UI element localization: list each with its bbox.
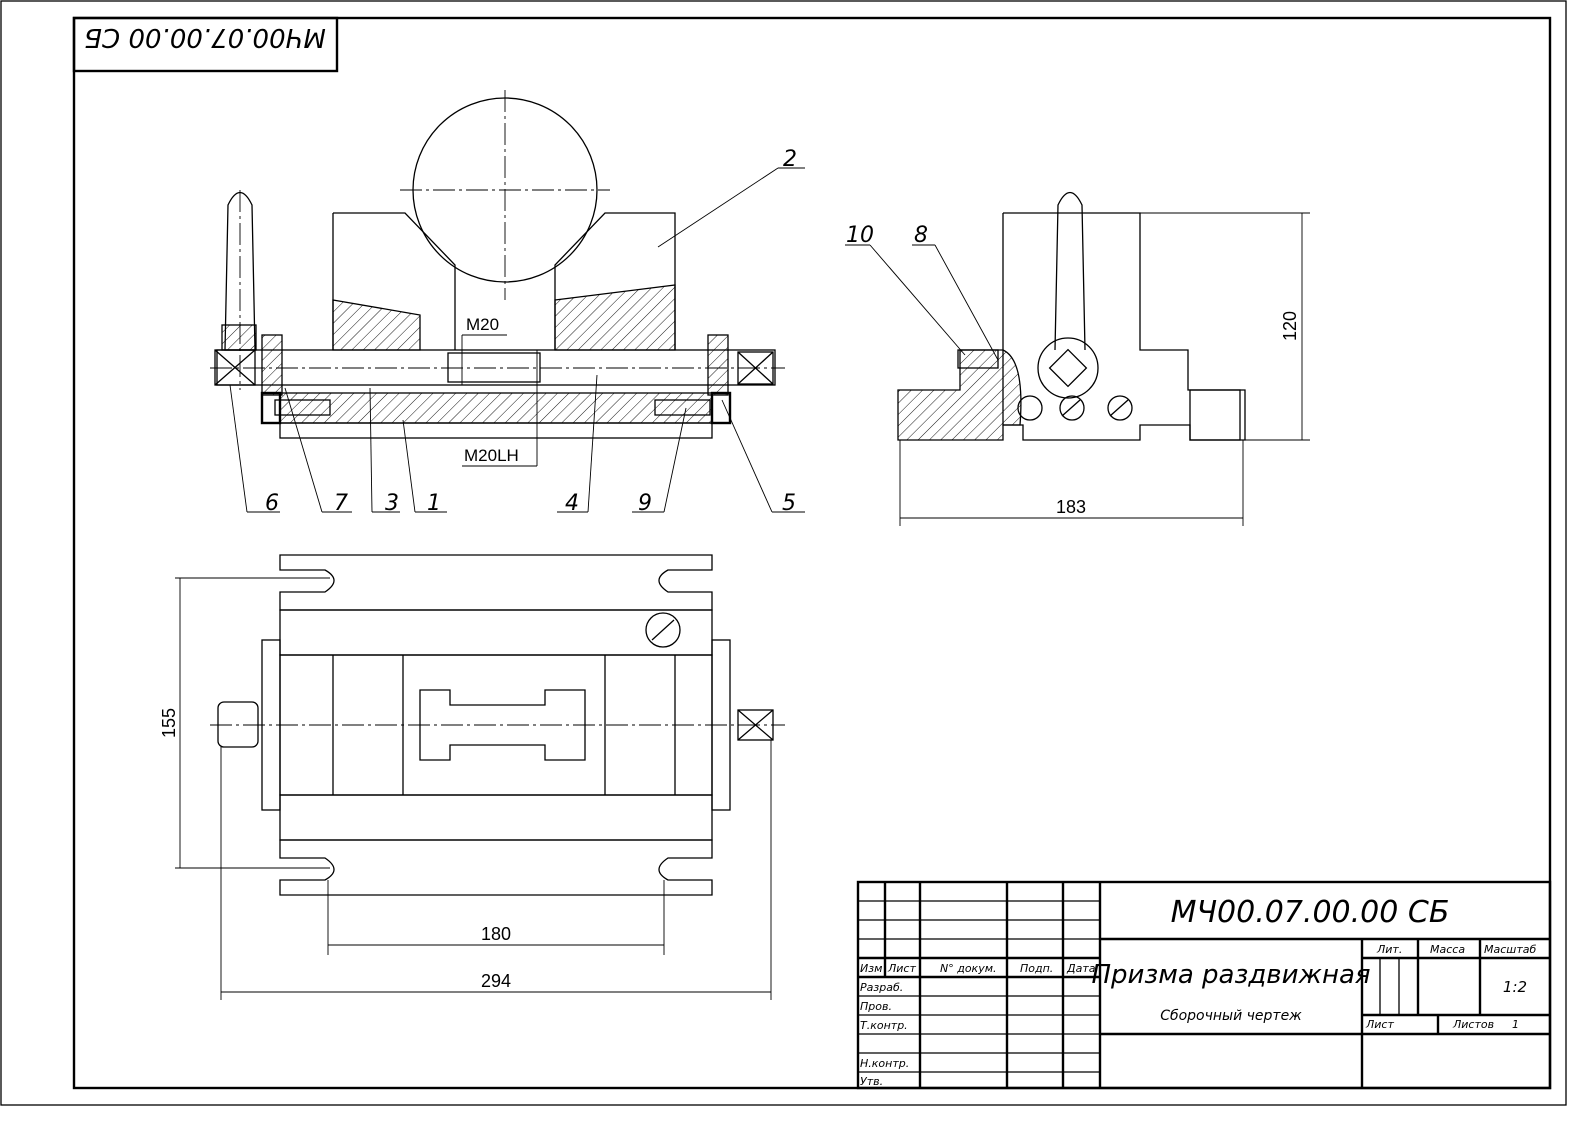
top-view: 155 180 294	[159, 554, 785, 1000]
side-view: 120 183 10 8	[845, 191, 1310, 526]
product-name: Призма раздвижная	[1091, 960, 1370, 990]
role-utv: Утв.	[860, 1075, 883, 1088]
role-razrab: Разраб.	[860, 981, 903, 994]
header-doc-no: N° докум.	[940, 962, 997, 975]
sheet-border	[0, 0, 1567, 1106]
doc-code: МЧ00.07.00.00 СБ	[1171, 895, 1450, 930]
callout-10: 10	[846, 223, 874, 248]
role-nkontr: Н.контр.	[860, 1057, 909, 1070]
drawing-frame	[72, 16, 1552, 1090]
mirrored-stamp-text: МЧ00.07.00.00 СБ	[84, 22, 326, 52]
doc-type: Сборочный чертеж	[1160, 1008, 1302, 1024]
callout-4: 4	[565, 491, 579, 516]
handle	[224, 191, 256, 351]
front-view: M20 M20LH 6 7 3 1 4 9 5 2	[210, 90, 805, 516]
header-date: Дата	[1066, 962, 1096, 975]
base-plate	[279, 392, 713, 424]
scale-value: 1:2	[1503, 978, 1527, 996]
callout-6: 6	[265, 491, 279, 516]
sheets-label: Листов	[1452, 1018, 1494, 1031]
dim-180: 180	[481, 924, 511, 944]
thread-label-m20lh: M20LH	[464, 446, 519, 465]
callout-5: 5	[782, 491, 796, 516]
screw-shaft	[216, 349, 776, 386]
role-tkontr: Т.контр.	[860, 1019, 908, 1032]
sheets-count: 1	[1512, 1018, 1519, 1031]
mass-label: Масса	[1430, 943, 1465, 956]
header-sign: Подп.	[1020, 962, 1053, 975]
header-list: Лист	[887, 962, 916, 975]
scale-label: Масштаб	[1484, 943, 1536, 956]
mirrored-stamp-box	[72, 16, 339, 73]
thread-label-m20: M20	[466, 315, 499, 334]
header-izm: Изм	[860, 962, 882, 975]
sheet-label: Лист	[1365, 1018, 1394, 1031]
dim-183: 183	[1056, 497, 1086, 517]
dim-120: 120	[1280, 311, 1300, 341]
dim-155: 155	[159, 708, 179, 738]
callout-8: 8	[914, 223, 928, 248]
callout-1: 1	[427, 491, 441, 516]
callout-3: 3	[385, 491, 399, 516]
dim-294: 294	[481, 971, 511, 991]
callout-7: 7	[334, 491, 348, 516]
callout-2: 2	[783, 147, 797, 172]
lit-label: Лит.	[1376, 943, 1402, 956]
title-block: МЧ00.07.00.00 СБ Призма раздвижная Сборо…	[856, 880, 1552, 1090]
callout-9: 9	[638, 491, 652, 516]
role-prov: Пров.	[860, 1000, 892, 1013]
